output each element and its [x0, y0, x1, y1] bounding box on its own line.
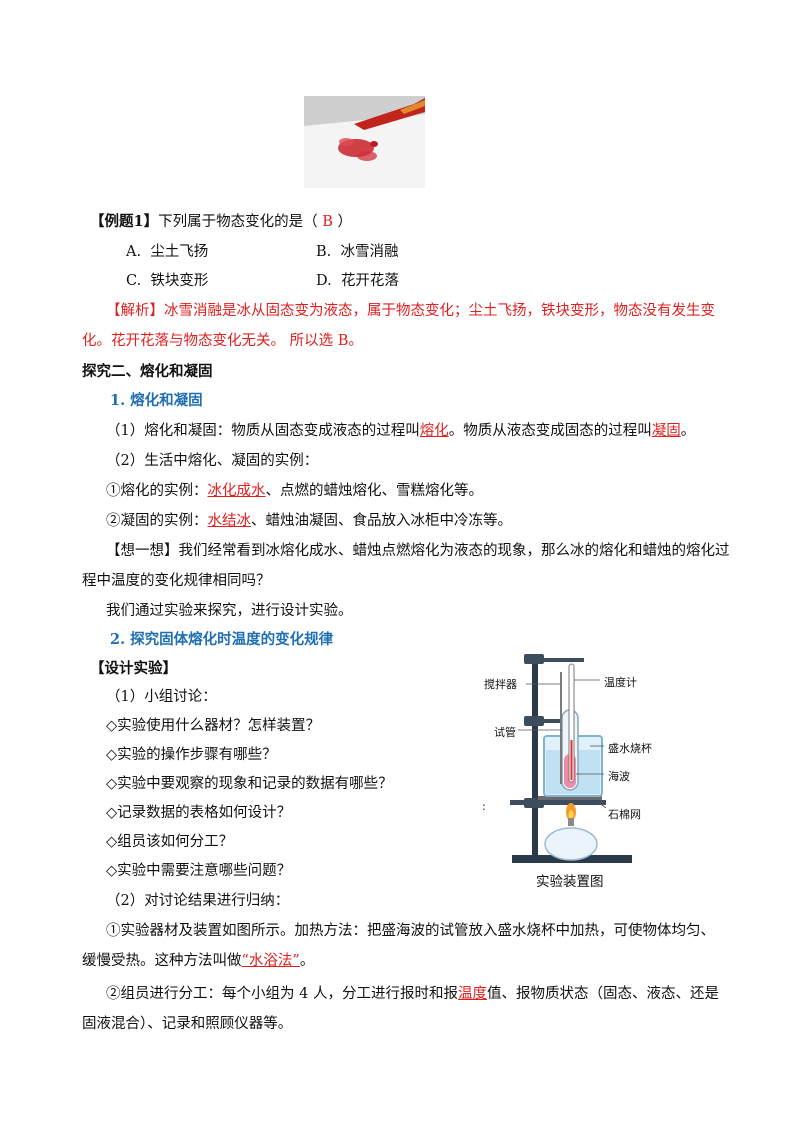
label-stirrer: 搅拌器	[484, 678, 517, 691]
melting-wax-image	[304, 96, 425, 188]
term-melting: 熔化	[419, 423, 449, 439]
subheading-1: 1. 熔化和凝固	[110, 392, 203, 409]
term-temperature: 温度	[457, 986, 487, 1002]
summary-1-line-2: 缓慢受热。这种方法叫做“水浴法”。	[82, 951, 314, 971]
ring-support	[510, 800, 606, 805]
question-item: ◇实验中需要注意哪些问题？	[106, 863, 292, 879]
design-title: 【设计实验】	[90, 660, 177, 677]
option-b: B. 冰雪消融	[316, 242, 398, 262]
discuss-line: （1）小组讨论：	[106, 689, 217, 705]
melting-wax-photo	[304, 96, 425, 188]
think-line-2: 程中温度的变化规律相同吗？	[82, 573, 271, 589]
option-letter: A.	[126, 244, 142, 260]
text: 。	[299, 953, 315, 969]
explore-line: 我们通过实验来探究，进行设计实验。	[106, 603, 353, 619]
alcohol-lamp	[544, 827, 598, 861]
option-letter: C.	[126, 273, 142, 289]
option-text: 铁块变形	[150, 273, 209, 289]
example-question-text: 下列属于物态变化的是（	[158, 214, 318, 230]
term-water-to-ice: 水结冰	[207, 513, 252, 529]
stirrer	[560, 672, 562, 784]
term-solidifying: 凝固	[651, 423, 681, 439]
question-item: ◇记录数据的表格如何设计？	[106, 805, 292, 821]
analysis-line-2: 化。花开花落与物态变化无关。 所以选 B。	[82, 333, 363, 349]
example-question-end: ）	[337, 214, 352, 230]
option-letter: B.	[316, 244, 332, 260]
text: 、蜡烛油凝固、食品放入冰柜中冷冻等。	[251, 513, 512, 529]
label-substance: 海波	[608, 770, 630, 783]
term-ice-to-water: 冰化成水	[207, 483, 266, 499]
summary-line: （2）对讨论结果进行归纳：	[106, 893, 290, 909]
summary-2-line-2: 固液混合）、记录和照顾仪器等。	[82, 1016, 293, 1032]
analysis-line-1: 【解析】冰雪消融是冰从固态变为液态，属于物态变化；尘土飞扬，铁块变形，物态没有发…	[106, 303, 715, 319]
summary-2-line-1: ②组员进行分工：每个小组为 4 人，分工进行报时和报温度值、报物质状态（固态、液…	[106, 984, 719, 1004]
figure-side-mark: :	[482, 800, 486, 813]
summary-1-line-1: ①实验器材及装置如图所示。加热方法：把盛海波的试管放入盛水烧杯中加热，可使物体均…	[106, 923, 715, 939]
option-letter: D.	[316, 273, 332, 289]
example-answer: B	[322, 214, 333, 230]
asbestos-gauze	[538, 796, 602, 800]
stand-rod	[532, 658, 538, 856]
section-heading: 探究二、熔化和凝固	[82, 363, 213, 380]
label-test-tube: 试管	[494, 726, 516, 739]
term-water-bath: “水浴法”	[241, 953, 300, 969]
question-item: ◇实验使用什么器材？怎样装置？	[106, 718, 321, 734]
apparatus-figure: 搅拌器 温度计 试管 盛水烧杯 海波 石棉网 : 实验装置图	[480, 650, 680, 890]
text: ②组员进行分工：每个小组为 4 人，分工进行报时和报	[106, 986, 458, 1002]
question-item: ◇组员该如何分工？	[106, 834, 234, 850]
text: 。物质从液态变成固态的过程叫	[448, 423, 652, 439]
text: 值、报物质状态（固态、液态、还是	[486, 986, 719, 1002]
thermometer	[568, 663, 575, 783]
option-text: 尘土飞扬	[150, 244, 209, 260]
subheading-2: 2. 探究固体熔化时温度的变化规律	[110, 631, 334, 648]
text: 、点燃的蜡烛熔化、雪糕熔化等。	[265, 483, 484, 499]
top-clamp-arm	[538, 658, 584, 662]
text: ①熔化的实例：	[106, 483, 208, 499]
question-item: ◇实验中要观察的现象和记录的数据有哪些？	[106, 776, 393, 792]
think-line-1: 【想一想】我们经常看到冰熔化成水、蜡烛点燃熔化为液态的现象，那么冰的熔化和蜡烛的…	[106, 543, 730, 559]
middle-clamp-arm	[538, 719, 574, 723]
paragraph-melting-definition: （1）熔化和凝固：物质从固态变成液态的过程叫熔化。物质从液态变成固态的过程叫凝固…	[106, 421, 695, 441]
solidifying-examples: ②凝固的实例：水结冰、蜡烛油凝固、食品放入冰柜中冷冻等。	[106, 511, 512, 531]
label-gauze: 石棉网	[608, 808, 641, 821]
figure-caption: 实验装置图	[536, 874, 604, 890]
option-c: C. 铁块变形	[126, 271, 208, 291]
text: 。	[680, 423, 696, 439]
question-item: ◇实验的操作步骤有哪些？	[106, 747, 277, 763]
apparatus-diagram	[510, 654, 632, 863]
option-d: D. 花开花落	[316, 271, 399, 291]
option-a: A. 尘土飞扬	[126, 242, 208, 262]
example-question: 【例题1】下列属于物态变化的是（ B ）	[90, 212, 352, 232]
option-text: 花开花落	[340, 273, 399, 289]
label-thermometer: 温度计	[604, 676, 637, 689]
paragraph-examples-heading: （2）生活中熔化、凝固的实例：	[106, 453, 319, 469]
text: 缓慢受热。这种方法叫做	[82, 953, 242, 969]
option-text: 冰雪消融	[340, 244, 399, 260]
example-title: 【例题1】	[90, 213, 159, 230]
melting-examples: ①熔化的实例：冰化成水、点燃的蜡烛熔化、雪糕熔化等。	[106, 481, 483, 501]
label-beaker: 盛水烧杯	[608, 742, 652, 755]
text: ②凝固的实例：	[106, 513, 208, 529]
text: （1）熔化和凝固：物质从固态变成液态的过程叫	[106, 423, 420, 439]
